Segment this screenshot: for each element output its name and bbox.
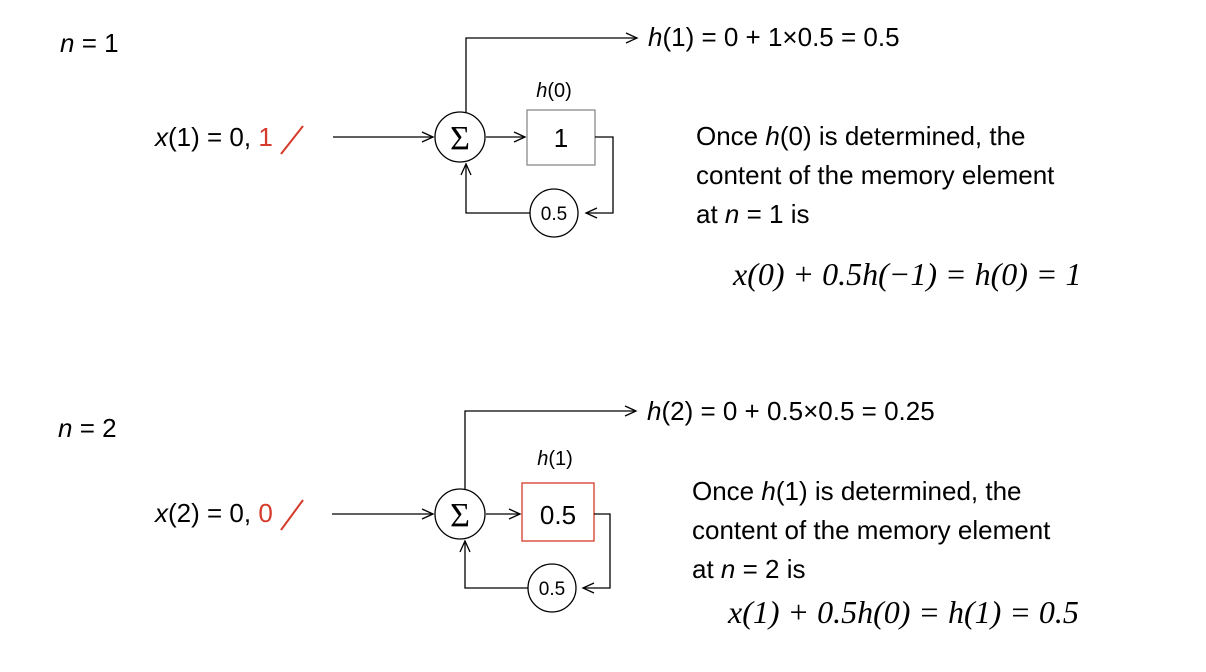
memory-value: 1 bbox=[554, 123, 568, 153]
memory-label: h(1) bbox=[537, 448, 573, 470]
note-line-3: at n = 1 is bbox=[696, 199, 809, 229]
gain-value: 0.5 bbox=[539, 579, 565, 600]
strike-mark bbox=[280, 125, 304, 155]
feedback-line-right bbox=[584, 136, 614, 219]
memory-value: 0.5 bbox=[540, 500, 576, 530]
note-line-2: content of the memory element bbox=[692, 515, 1051, 545]
output-line bbox=[464, 405, 638, 489]
adder-circle bbox=[434, 488, 486, 540]
note-line-3: at n = 2 is bbox=[692, 554, 805, 584]
memory-box bbox=[526, 109, 596, 166]
crossed-value: 0 bbox=[258, 498, 272, 528]
note-line-2: content of the memory element bbox=[696, 160, 1055, 190]
memory-equation: x(0) + 0.5h(−1) = h(0) = 1 bbox=[732, 256, 1082, 292]
adder-circle bbox=[434, 111, 486, 163]
crossed-value: 1 bbox=[258, 122, 272, 152]
n-label: n = 1 bbox=[60, 28, 119, 58]
n-label: n = 2 bbox=[58, 413, 117, 443]
output-line bbox=[465, 32, 639, 112]
sigma-symbol: Σ bbox=[450, 497, 470, 534]
feedback-line-left bbox=[459, 539, 528, 589]
gain-value: 0.5 bbox=[541, 204, 567, 225]
memory-box-highlighted bbox=[521, 482, 595, 542]
strike-mark bbox=[280, 499, 304, 531]
output-equation: h(2) = 0 + 0.5×0.5 = 0.25 bbox=[647, 396, 935, 426]
input-label: x(1) = 0, 1 bbox=[153, 122, 273, 152]
feedback-line-left bbox=[460, 162, 530, 214]
panel-n2: n = 2 x(2) = 0, 0 Σ h(1) 0.5 0.5 h(2) = … bbox=[58, 396, 1079, 630]
note-line-1: Once h(0) is determined, the bbox=[696, 121, 1026, 151]
note-line-1: Once h(1) is determined, the bbox=[692, 476, 1022, 506]
memory-equation: x(1) + 0.5h(0) = h(1) = 0.5 bbox=[727, 594, 1079, 630]
sigma-symbol: Σ bbox=[450, 120, 470, 157]
output-equation: h(1) = 0 + 1×0.5 = 0.5 bbox=[648, 22, 900, 52]
input-label: x(2) = 0, 0 bbox=[153, 498, 273, 528]
feedback-line-right bbox=[581, 513, 611, 594]
panel-n1: n = 1 x(1) = 0, 1 Σ h(0) 1 0.5 h(1) = 0 … bbox=[60, 22, 1082, 292]
memory-label: h(0) bbox=[536, 80, 572, 102]
